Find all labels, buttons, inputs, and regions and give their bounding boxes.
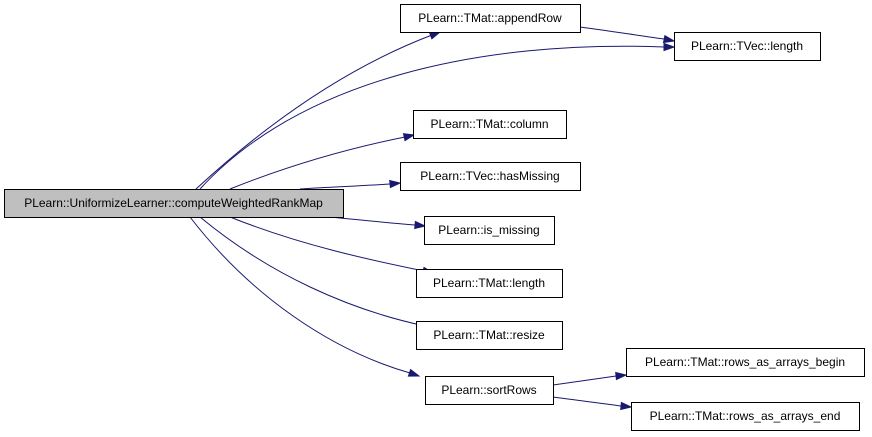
edge-line xyxy=(299,183,391,190)
node-box[interactable] xyxy=(400,4,581,33)
arrow-head-icon xyxy=(407,368,421,377)
node-label: PLearn::UniformizeLearner::computeWeight… xyxy=(24,196,323,210)
node-tmatLength[interactable]: PLearn::TMat::length xyxy=(416,269,563,298)
node-resize[interactable]: PLearn::TMat::resize xyxy=(416,321,563,350)
edges-layer xyxy=(189,26,676,411)
edge-root-isMissing xyxy=(329,216,427,230)
edge-line xyxy=(189,216,411,374)
edge-root-hasMissing xyxy=(299,179,402,190)
node-isMissing[interactable]: PLearn::is_missing xyxy=(424,216,555,245)
edge-line xyxy=(329,216,416,226)
node-box[interactable] xyxy=(416,321,563,350)
node-box[interactable] xyxy=(416,269,563,298)
edge-root-sortRows xyxy=(189,216,421,377)
edge-root-tvecLength xyxy=(199,42,676,190)
node-label: PLearn::TMat::appendRow xyxy=(418,11,562,25)
edge-line xyxy=(579,26,665,40)
edge-sortRows-rowsBegin xyxy=(552,371,628,386)
node-label: PLearn::TMat::resize xyxy=(433,328,545,342)
arrow-head-icon xyxy=(428,31,442,40)
node-root[interactable]: PLearn::UniformizeLearner::computeWeight… xyxy=(4,189,344,218)
arrow-head-icon xyxy=(663,42,676,52)
edge-line xyxy=(199,45,665,190)
node-tvecLength[interactable]: PLearn::TVec::length xyxy=(674,32,821,61)
edge-line xyxy=(552,396,622,407)
node-label: PLearn::TMat::length xyxy=(433,276,545,290)
arrow-head-icon xyxy=(620,401,633,411)
arrow-head-icon xyxy=(414,220,427,230)
node-box[interactable] xyxy=(413,110,567,139)
node-label: PLearn::sortRows xyxy=(441,383,536,397)
node-box[interactable] xyxy=(4,189,344,218)
node-label: PLearn::TMat::rows_as_arrays_end xyxy=(650,409,841,423)
node-label: PLearn::TMat::rows_as_arrays_begin xyxy=(645,355,845,369)
node-box[interactable] xyxy=(424,216,555,245)
node-box[interactable] xyxy=(400,162,581,191)
edge-root-resize xyxy=(199,216,436,330)
edge-appendRow-tvecLength xyxy=(579,26,676,44)
arrow-head-icon xyxy=(402,133,416,142)
node-column[interactable]: PLearn::TMat::column xyxy=(413,110,567,139)
node-hasMissing[interactable]: PLearn::TVec::hasMissing xyxy=(400,162,581,191)
node-box[interactable] xyxy=(626,348,865,377)
node-label: PLearn::TVec::hasMissing xyxy=(420,169,559,183)
arrow-head-icon xyxy=(389,179,402,189)
node-box[interactable] xyxy=(674,32,821,61)
edge-root-column xyxy=(229,133,416,190)
arrow-head-icon xyxy=(615,371,628,381)
edge-line xyxy=(229,136,406,190)
node-label: PLearn::TVec::length xyxy=(691,39,803,53)
edge-line xyxy=(552,375,617,386)
node-label: PLearn::TMat::column xyxy=(430,117,548,131)
node-label: PLearn::is_missing xyxy=(438,223,539,237)
nodes-layer: PLearn::UniformizeLearner::computeWeight… xyxy=(4,4,865,431)
arrow-head-icon xyxy=(662,34,676,44)
edge-line xyxy=(199,216,426,327)
edge-root-tmatLength xyxy=(229,216,435,275)
node-sortRows[interactable]: PLearn::sortRows xyxy=(425,376,554,405)
node-box[interactable] xyxy=(631,402,860,431)
node-rowsBegin[interactable]: PLearn::TMat::rows_as_arrays_begin xyxy=(626,348,865,377)
node-box[interactable] xyxy=(425,376,554,405)
edge-line xyxy=(195,34,433,190)
edge-sortRows-rowsEnd xyxy=(552,396,633,411)
edge-line xyxy=(229,216,425,272)
node-rowsEnd[interactable]: PLearn::TMat::rows_as_arrays_end xyxy=(631,402,860,431)
node-appendRow[interactable]: PLearn::TMat::appendRow xyxy=(400,4,581,33)
